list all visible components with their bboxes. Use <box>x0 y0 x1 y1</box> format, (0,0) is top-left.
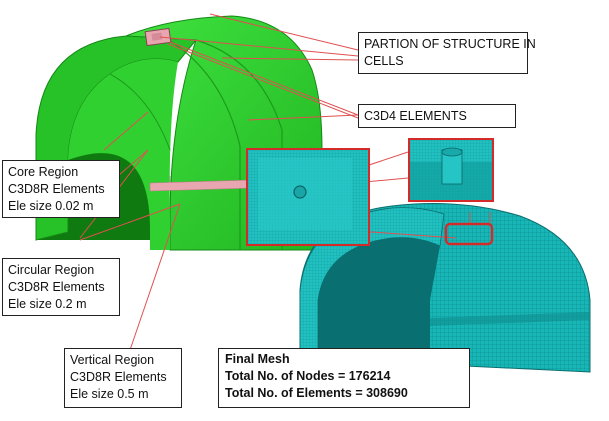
core-line-2: C3D8R Elements <box>8 182 105 196</box>
vertical-line-1: Vertical Region <box>70 353 155 367</box>
mesh-zoom-small-grid <box>410 140 492 200</box>
c3d4-label: C3D4 ELEMENTS <box>364 109 467 123</box>
mesh-zoom-inset-small <box>408 138 494 202</box>
vertical-line-3: Ele size 0.5 m <box>70 387 149 401</box>
final-mesh-title: Final Mesh <box>225 352 290 366</box>
callout-core-region: Core Region C3D8R Elements Ele size 0.02… <box>2 160 120 218</box>
circular-line-3: Ele size 0.2 m <box>8 297 87 311</box>
callout-circular-region: Circular Region C3D8R Elements Ele size … <box>2 258 120 316</box>
core-line-1: Core Region <box>8 165 79 179</box>
mesh-zoom-large-grid <box>248 150 368 244</box>
mesh-zoom-inset-large <box>246 148 370 246</box>
final-mesh-nodes: Total No. of Nodes = 176214 <box>225 369 391 383</box>
partition-line-1: PARTION OF STRUCTURE IN <box>364 37 536 51</box>
teal-mesh-model <box>299 203 591 373</box>
final-mesh-summary: Final Mesh Total No. of Nodes = 176214 T… <box>218 348 470 408</box>
circular-line-1: Circular Region <box>8 263 95 277</box>
callout-vertical-region: Vertical Region C3D8R Elements Ele size … <box>64 348 182 408</box>
callout-partition: PARTION OF STRUCTURE IN CELLS <box>358 32 536 74</box>
final-mesh-elements: Total No. of Elements = 308690 <box>225 386 408 400</box>
mesh-highlight-box <box>444 222 494 246</box>
callout-lines <box>79 13 491 351</box>
callout-c3d4: C3D4 ELEMENTS <box>358 104 516 128</box>
partition-line-2: CELLS <box>364 54 404 68</box>
vertical-line-2: C3D8R Elements <box>70 370 167 384</box>
circular-line-2: C3D8R Elements <box>8 280 105 294</box>
core-line-3: Ele size 0.02 m <box>8 199 94 213</box>
